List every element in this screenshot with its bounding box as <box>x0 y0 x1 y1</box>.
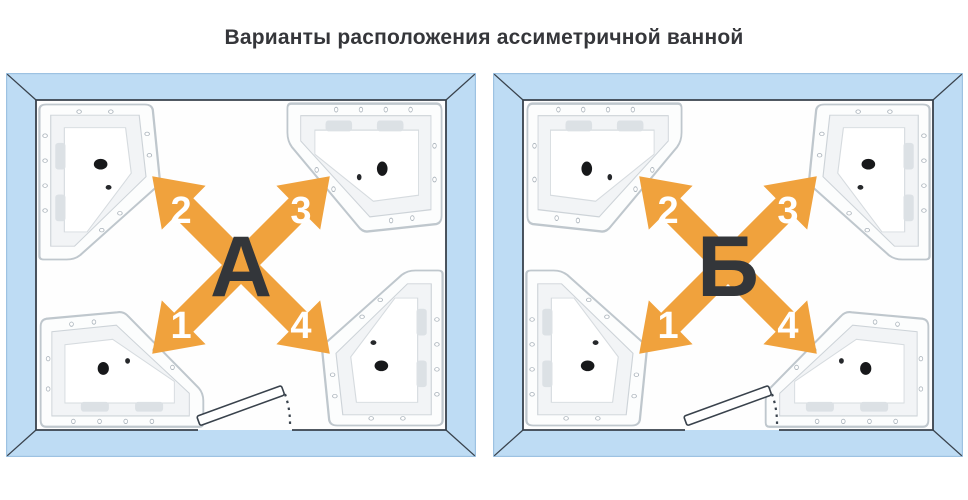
door-swing-arc <box>283 393 291 426</box>
room-diagram-a: 2 3 1 4 А <box>5 73 476 457</box>
placement-arrows-b: 2 3 1 4 Б <box>638 176 817 354</box>
floor-border <box>521 99 934 431</box>
door-leaf <box>682 385 772 426</box>
room-diagram-b: 2 3 1 4 Б <box>492 73 963 457</box>
arrow-number-2: 2 <box>657 190 678 232</box>
variant-letter-a: А <box>209 219 271 315</box>
room-variant-a: 2 3 1 4 А <box>5 73 476 462</box>
variant-letter-b: Б <box>697 219 759 315</box>
arrow-number-2: 2 <box>170 190 191 232</box>
placement-arrows-a: 2 3 1 4 А <box>151 176 330 354</box>
arrow-number-4: 4 <box>777 305 798 347</box>
arrow-number-3: 3 <box>777 190 798 232</box>
room-variant-b: 2 3 1 4 Б <box>492 73 963 462</box>
door-leaf <box>195 385 285 426</box>
room-variants: 2 3 1 4 А <box>0 73 968 462</box>
wall-corner-lines <box>6 73 475 457</box>
arrow-number-4: 4 <box>290 305 311 347</box>
page-title: Варианты расположения ассиметричной ванн… <box>224 26 744 49</box>
arrow-number-3: 3 <box>290 190 311 232</box>
wall-corner-lines <box>493 73 962 457</box>
door <box>682 385 778 426</box>
arrow-number-1: 1 <box>657 305 678 347</box>
floor-border <box>34 99 447 431</box>
arrow-number-1: 1 <box>170 305 191 347</box>
door-swing-arc <box>770 393 778 426</box>
door <box>195 385 291 426</box>
